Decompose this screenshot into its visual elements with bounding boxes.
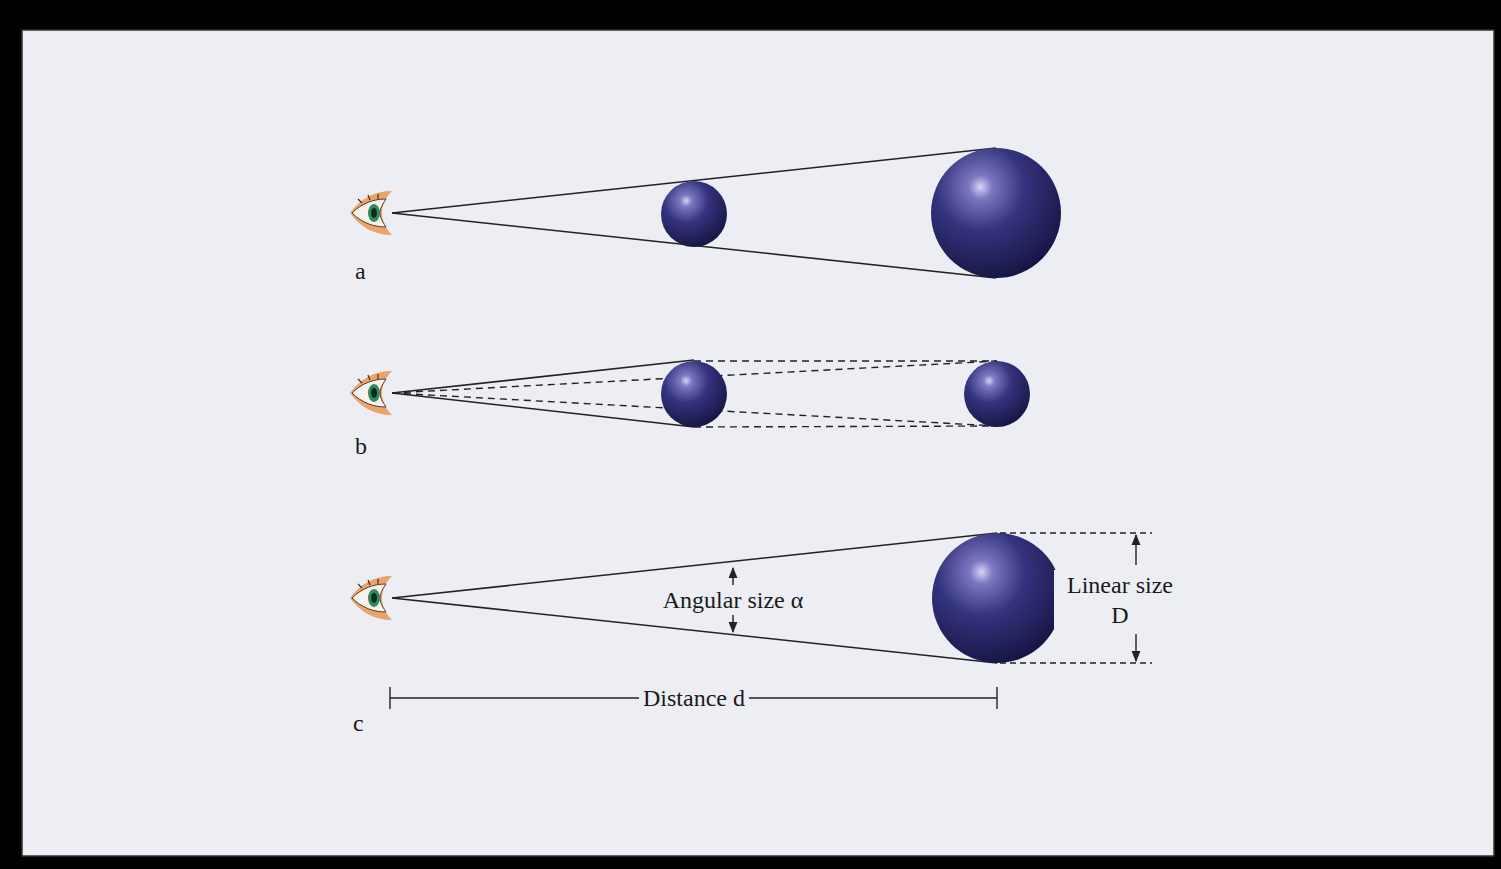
far-sphere (964, 361, 1030, 427)
panel-letter: b (355, 431, 367, 461)
small-sphere (661, 181, 727, 247)
sight-lines (392, 533, 997, 663)
panel-letter: c (353, 708, 364, 738)
panel-letter: a (355, 256, 366, 286)
eye (350, 191, 392, 235)
eye (350, 576, 392, 620)
near-sphere (661, 361, 727, 427)
angular-size-label: Angular size α (659, 585, 808, 615)
large-sphere (931, 148, 1061, 278)
dashed-sight-lines (392, 361, 997, 427)
sphere (932, 533, 1062, 663)
linear-size-label: Linear size D (1054, 570, 1186, 630)
distance-label: Distance d (639, 683, 749, 713)
sight-lines (392, 148, 996, 278)
sight-lines (392, 360, 694, 427)
eye (350, 371, 392, 415)
frame (22, 30, 1494, 856)
